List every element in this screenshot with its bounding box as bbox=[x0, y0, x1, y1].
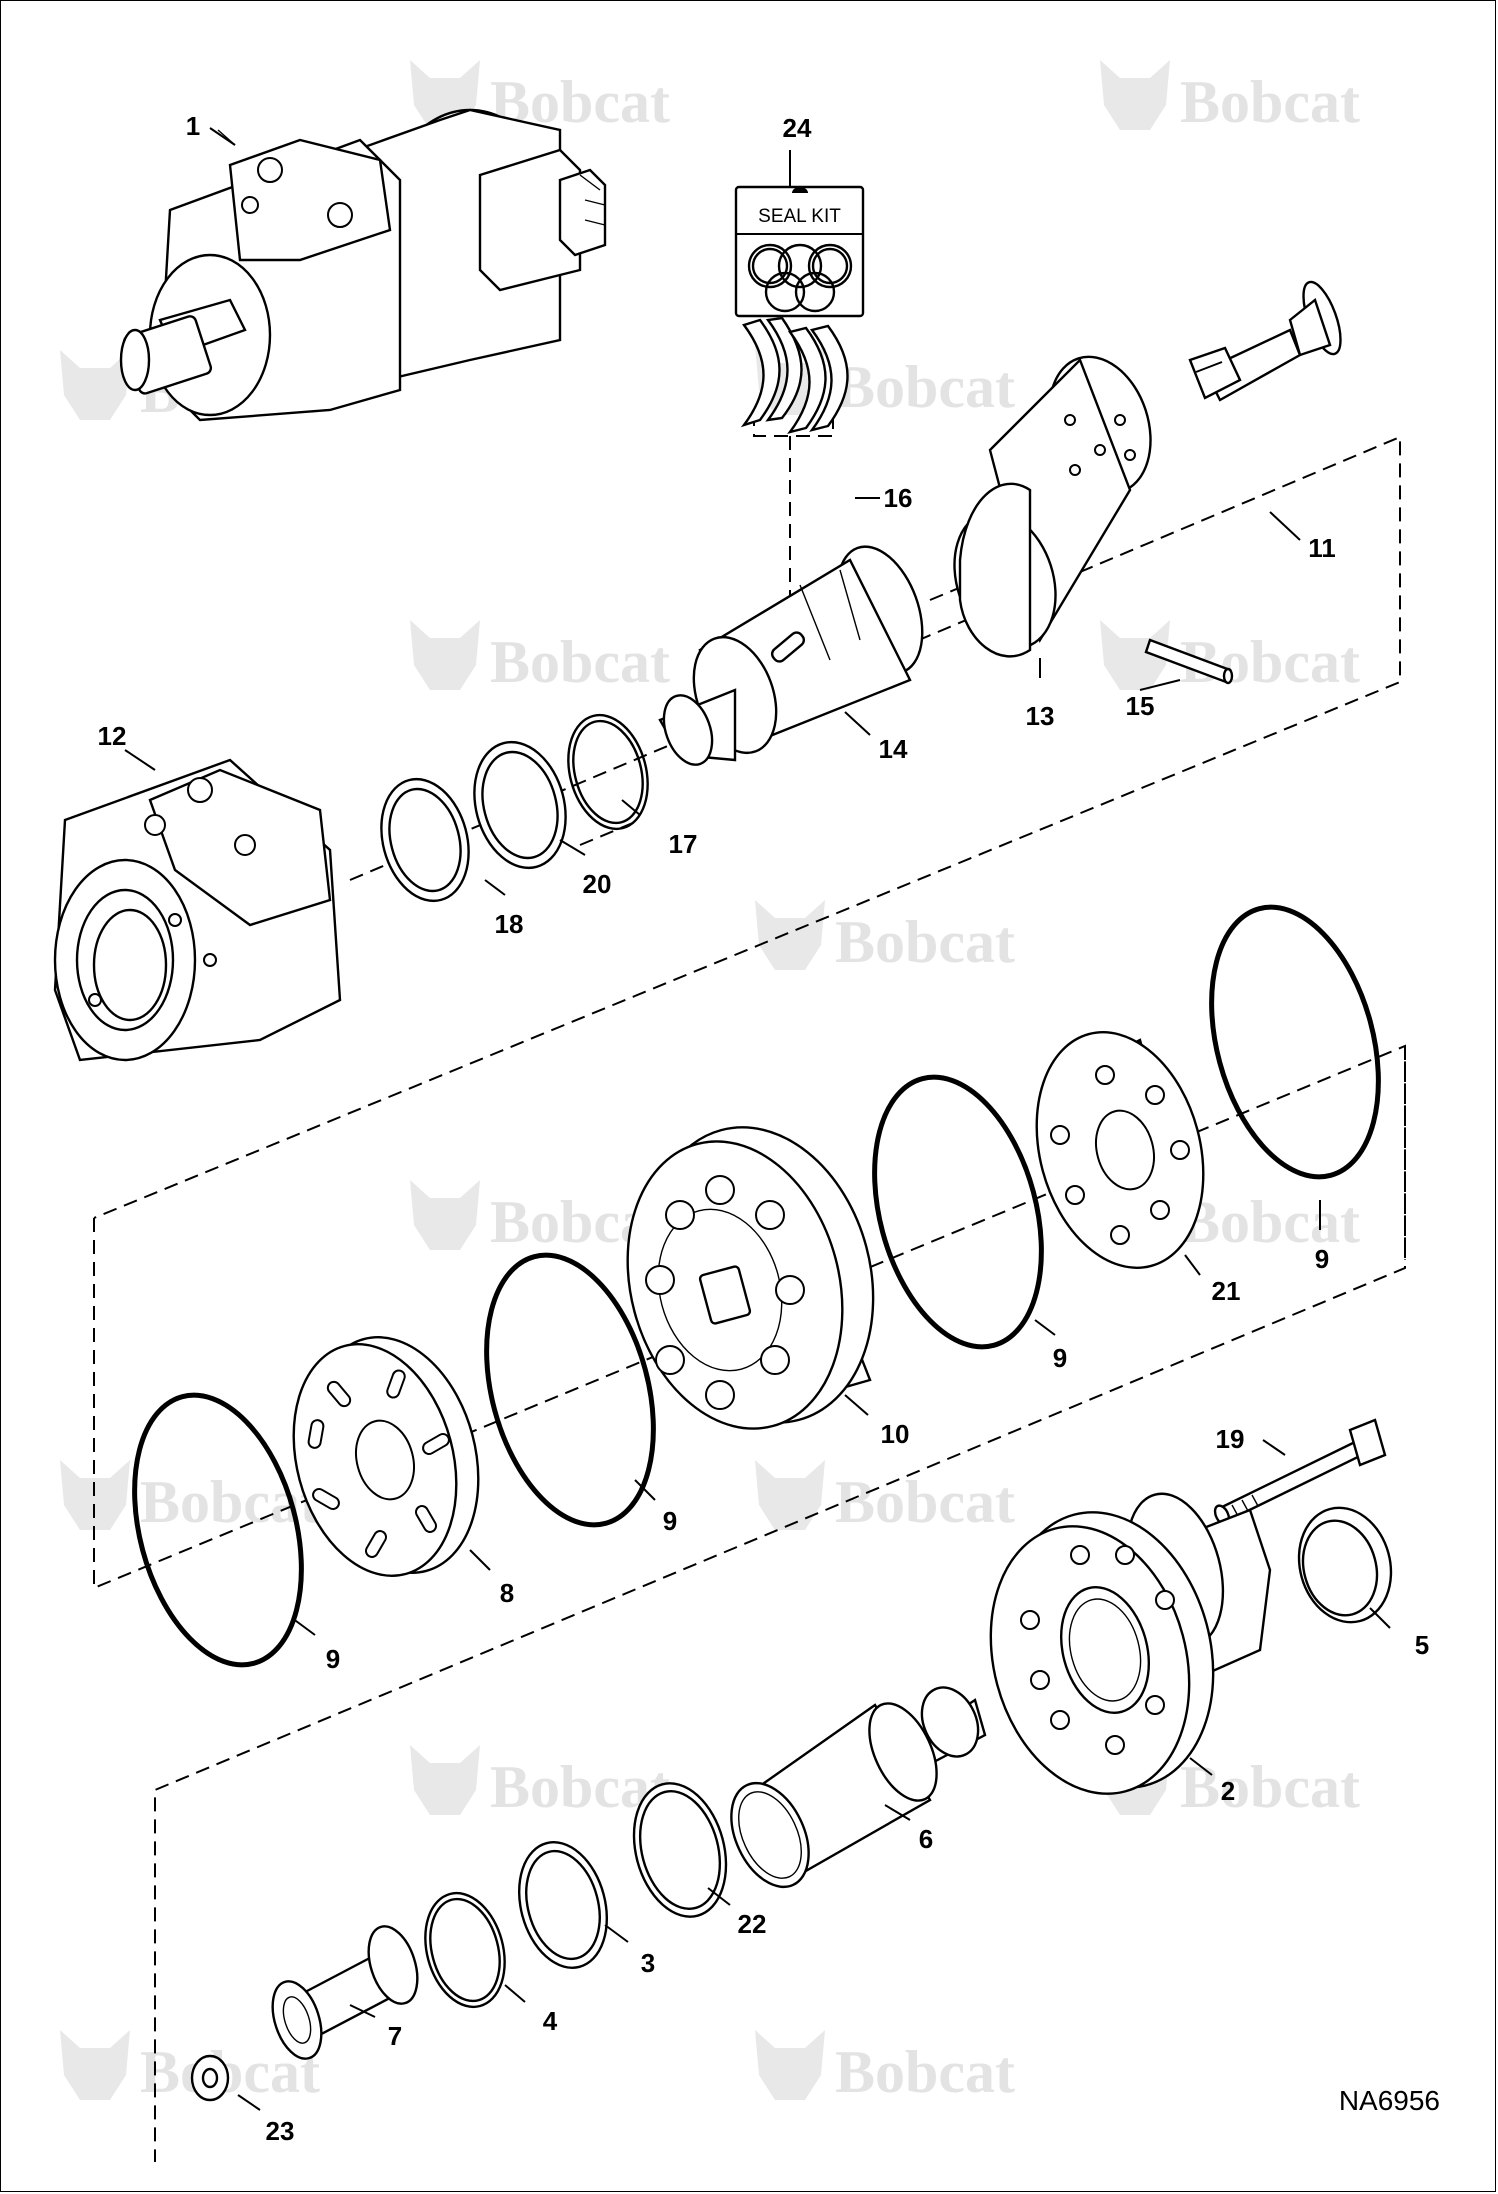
washer bbox=[190, 2054, 230, 2102]
bobcat-logo-icon bbox=[755, 1460, 825, 1530]
bobcat-watermark: Bobcat bbox=[1100, 1745, 1360, 1820]
callout-4: 4 bbox=[543, 2006, 558, 2036]
callout-17: 17 bbox=[669, 829, 698, 859]
bobcat-watermark: Bobcat bbox=[755, 900, 1015, 975]
bobcat-logo-icon bbox=[60, 2030, 130, 2100]
callout-22: 22 bbox=[738, 1909, 767, 1939]
bobcat-watermark-text: Bobcat bbox=[835, 2039, 1015, 2105]
drive-link bbox=[1188, 280, 1342, 402]
callout-9-top: 9 bbox=[1315, 1244, 1329, 1274]
callout-9-mid: 9 bbox=[663, 1506, 677, 1536]
bearing-housing bbox=[989, 1492, 1272, 1795]
spool-sleeve bbox=[953, 355, 1152, 658]
bobcat-watermark: Bobcat bbox=[755, 2030, 1015, 2105]
seal-kit: SEAL KIT bbox=[734, 185, 865, 318]
callout-numbers: 1 24 16 11 13 15 14 12 17 20 18 9 21 9 1… bbox=[98, 111, 1430, 2146]
o-rings bbox=[132, 904, 1381, 1668]
drive-spline bbox=[271, 1925, 419, 2060]
bobcat-watermark: Bobcat bbox=[410, 620, 670, 695]
callout-19: 19 bbox=[1216, 1424, 1245, 1454]
bobcat-watermark-text: Bobcat bbox=[835, 909, 1015, 975]
callout-5: 5 bbox=[1415, 1630, 1429, 1660]
callout-24: 24 bbox=[783, 113, 812, 143]
bobcat-watermark-text: Bobcat bbox=[835, 1469, 1015, 1535]
callout-11: 11 bbox=[1308, 533, 1336, 563]
output-shaft bbox=[730, 1686, 987, 1889]
callout-16: 16 bbox=[884, 483, 913, 513]
bobcat-logo-icon bbox=[410, 1180, 480, 1250]
callout-2: 2 bbox=[1221, 1776, 1235, 1806]
housing bbox=[53, 749, 342, 1062]
bobcat-watermark: Bobcat bbox=[1100, 620, 1360, 695]
callout-6: 6 bbox=[919, 1824, 933, 1854]
bobcat-watermark-text: Bobcat bbox=[490, 629, 670, 695]
callout-9-bottom: 9 bbox=[326, 1644, 340, 1674]
locating-pin bbox=[1144, 638, 1234, 685]
wear-plate bbox=[292, 1336, 480, 1577]
drawing-number: NA6956 bbox=[1339, 2085, 1440, 2116]
callout-1: 1 bbox=[186, 111, 200, 141]
leader-lines bbox=[237, 150, 1391, 2111]
bobcat-logo-icon bbox=[1100, 60, 1170, 130]
motor-assembly bbox=[119, 108, 607, 422]
callout-10: 10 bbox=[881, 1419, 910, 1449]
spool-shaft bbox=[658, 545, 924, 766]
bobcat-watermark-text: Bobcat bbox=[1180, 1754, 1360, 1820]
callout-3: 3 bbox=[641, 1948, 655, 1978]
callout-13: 13 bbox=[1026, 701, 1055, 731]
callout-12: 12 bbox=[98, 721, 127, 751]
bobcat-watermark: Bobcat bbox=[755, 1460, 1015, 1535]
bobcat-logo-icon bbox=[1100, 620, 1170, 690]
bobcat-logo-icon bbox=[755, 900, 825, 970]
bobcat-watermark-text: Bobcat bbox=[835, 354, 1015, 420]
callout-8: 8 bbox=[500, 1578, 514, 1608]
valve-plate bbox=[1035, 1031, 1205, 1269]
vane-set bbox=[740, 316, 849, 434]
bobcat-watermark-text: Bobcat bbox=[1180, 1189, 1360, 1255]
callout-20: 20 bbox=[583, 869, 612, 899]
bobcat-logo-icon bbox=[410, 620, 480, 690]
callout-15: 15 bbox=[1126, 691, 1155, 721]
gerotor-set bbox=[626, 1126, 875, 1430]
housing-seals bbox=[380, 713, 649, 903]
seal-kit-label: SEAL KIT bbox=[758, 206, 841, 227]
callout-7: 7 bbox=[388, 2021, 402, 2051]
bobcat-logo-icon bbox=[60, 350, 130, 420]
bobcat-watermark-text: Bobcat bbox=[1180, 69, 1360, 135]
callout-9-gerotor: 9 bbox=[1053, 1343, 1067, 1373]
retaining-rings bbox=[424, 1782, 728, 2009]
callout-14: 14 bbox=[879, 734, 908, 764]
bobcat-logo-icon bbox=[755, 2030, 825, 2100]
bobcat-logo-icon bbox=[410, 1745, 480, 1815]
callout-21: 21 bbox=[1212, 1276, 1241, 1306]
bobcat-watermark: Bobcat bbox=[60, 2030, 320, 2105]
bobcat-watermark: Bobcat bbox=[410, 1745, 670, 1820]
callout-23: 23 bbox=[266, 2116, 295, 2146]
callout-18: 18 bbox=[495, 909, 524, 939]
bobcat-watermark: Bobcat bbox=[1100, 60, 1360, 135]
shaft-seal bbox=[1297, 1506, 1393, 1624]
